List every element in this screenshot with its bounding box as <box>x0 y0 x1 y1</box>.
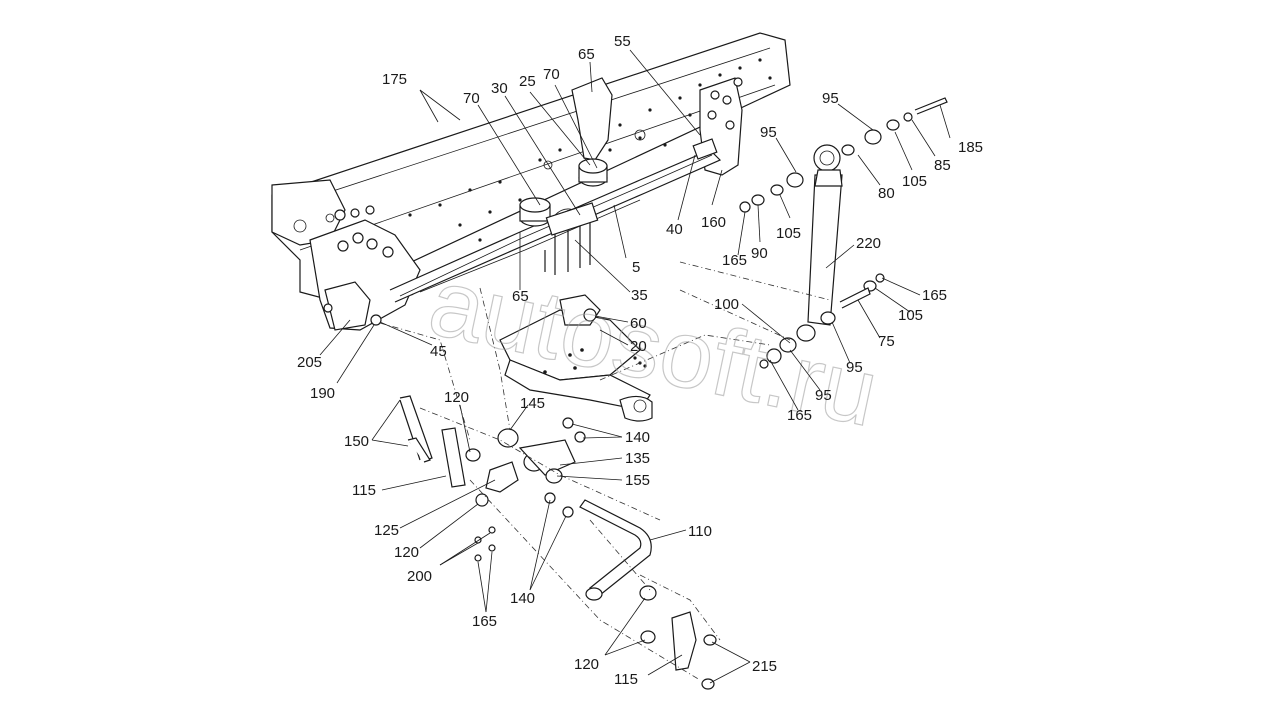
callout-125: 125 <box>374 522 399 539</box>
callout-185: 185 <box>958 139 983 156</box>
callout-155: 155 <box>625 472 650 489</box>
callout-35: 35 <box>631 287 648 304</box>
callout-70a: 70 <box>463 90 480 107</box>
callout-65b: 65 <box>512 288 529 305</box>
callout-165d: 165 <box>472 613 497 630</box>
frame-rail <box>271 32 791 301</box>
callout-40: 40 <box>666 221 683 238</box>
callout-85: 85 <box>934 157 951 174</box>
callout-100: 100 <box>714 296 739 313</box>
callout-70b: 70 <box>543 66 560 83</box>
stabilizer-assembly <box>399 395 717 690</box>
callout-25: 25 <box>519 73 536 90</box>
callout-105c: 105 <box>898 307 923 324</box>
callout-65a: 65 <box>578 46 595 63</box>
callout-110: 110 <box>688 523 712 540</box>
callout-160: 160 <box>701 214 726 231</box>
callout-215: 215 <box>752 658 777 675</box>
callout-labels: 175 70 30 25 70 65 55 95 95 185 85 80 10… <box>297 33 983 688</box>
callout-145: 145 <box>520 395 545 412</box>
callout-120c: 120 <box>574 656 599 673</box>
callout-165c: 165 <box>787 407 812 424</box>
callout-220: 220 <box>856 235 881 252</box>
callout-95a: 95 <box>822 90 839 107</box>
callout-200: 200 <box>407 568 432 585</box>
callout-75: 75 <box>878 333 895 350</box>
callout-115a: 115 <box>352 482 376 499</box>
leader-lines <box>319 49 951 684</box>
callout-60: 60 <box>630 315 647 332</box>
callout-135: 135 <box>625 450 650 467</box>
callout-45: 45 <box>430 343 447 360</box>
bump-stops <box>519 77 613 227</box>
callout-150: 150 <box>344 433 369 450</box>
shock-absorber <box>739 97 948 369</box>
callout-165b: 165 <box>922 287 947 304</box>
callout-95c: 95 <box>846 359 863 376</box>
callout-5: 5 <box>632 259 640 276</box>
callout-190: 190 <box>310 385 335 402</box>
callout-115b: 115 <box>614 671 638 688</box>
axle-seat <box>499 294 653 422</box>
callout-175: 175 <box>382 71 407 88</box>
callout-20: 20 <box>630 338 647 355</box>
callout-95b: 95 <box>760 124 777 141</box>
callout-80: 80 <box>878 185 895 202</box>
callout-140b: 140 <box>510 590 535 607</box>
callout-205: 205 <box>297 354 322 371</box>
callout-105b: 105 <box>776 225 801 242</box>
callout-90: 90 <box>751 245 768 262</box>
callout-55: 55 <box>614 33 631 50</box>
callout-95d: 95 <box>815 387 832 404</box>
u-bolts <box>544 202 599 275</box>
callout-105a: 105 <box>902 173 927 190</box>
callout-120a: 120 <box>444 389 469 406</box>
callout-165a: 165 <box>722 252 747 269</box>
callout-120b: 120 <box>394 544 419 561</box>
callout-140a: 140 <box>625 429 650 446</box>
callout-30: 30 <box>491 80 508 97</box>
